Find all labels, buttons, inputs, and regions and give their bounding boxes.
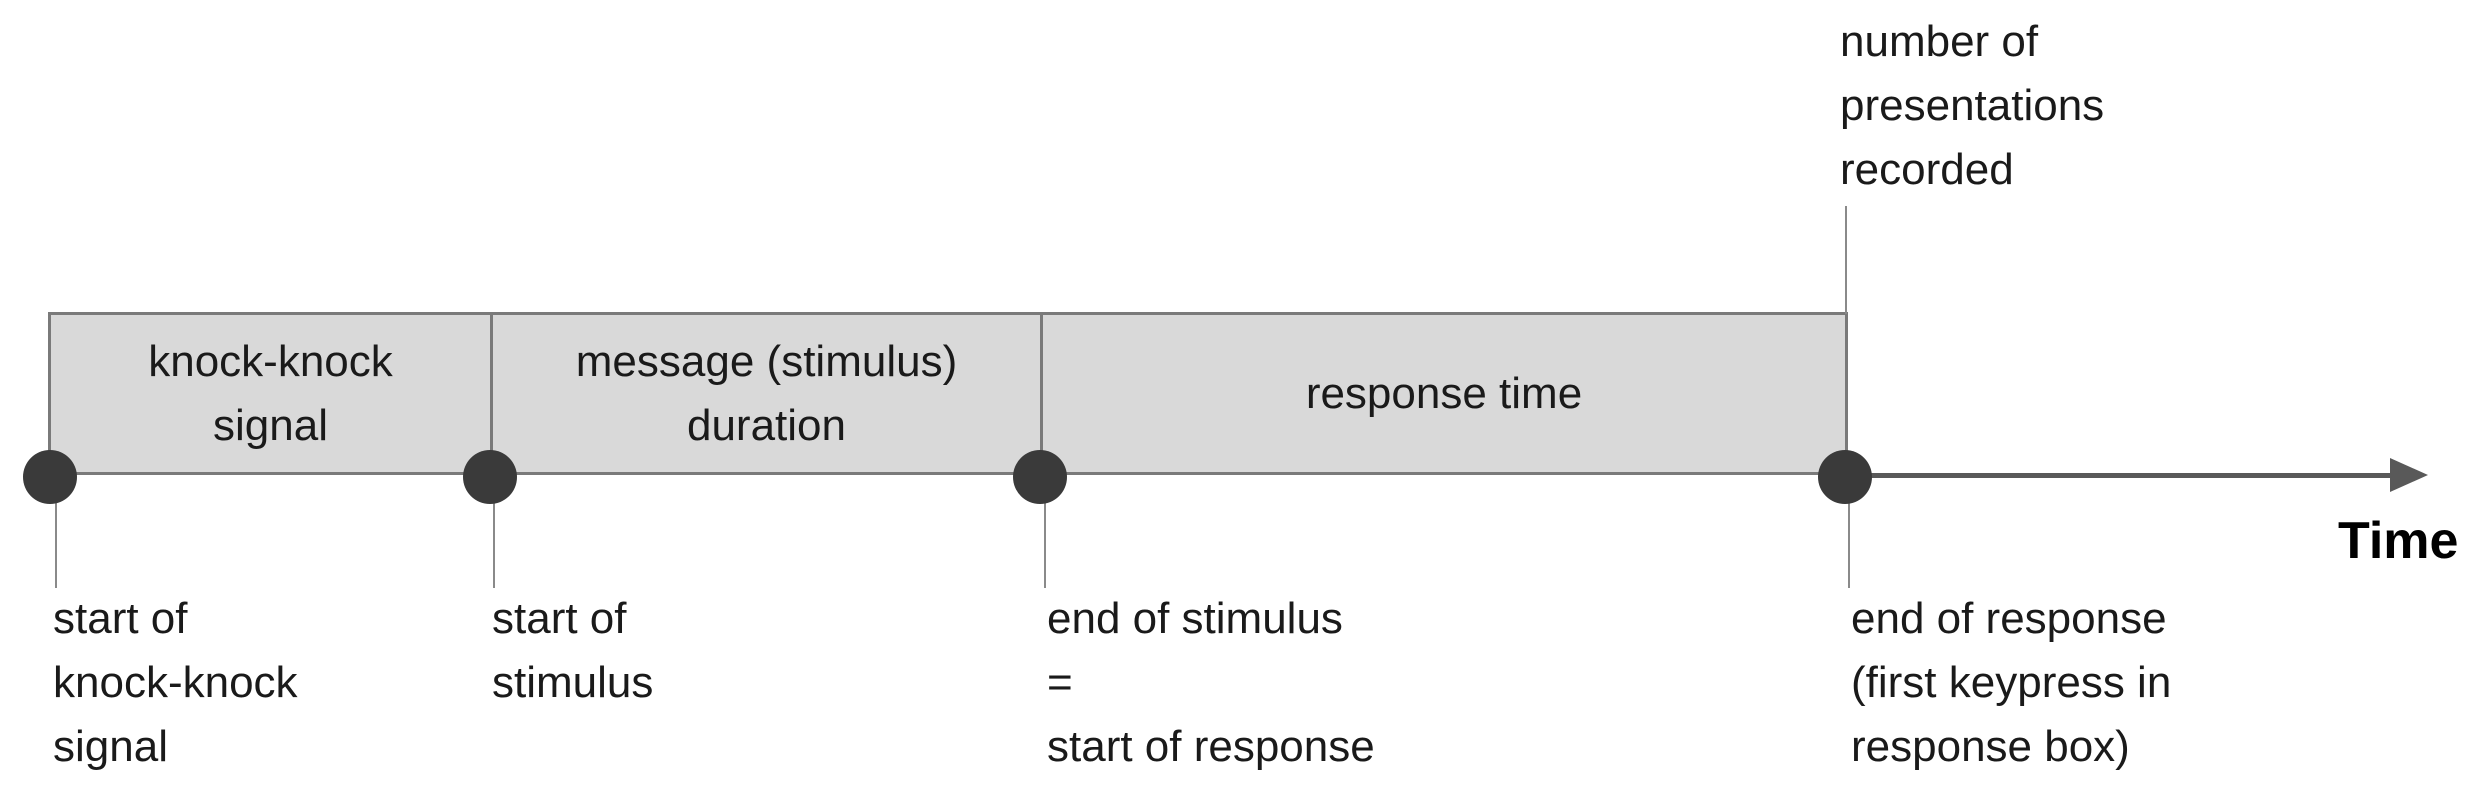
event-dot-start-knock <box>23 450 77 504</box>
segment-message-label: message (stimulus) duration <box>575 336 958 450</box>
label-end-response: end of response (first keypress in respo… <box>1851 594 2172 771</box>
label-start-knock-knock: start of knock-knock signal <box>53 594 298 771</box>
event-dot-end-stimulus <box>1013 450 1067 504</box>
time-axis-arrowhead <box>2390 458 2428 492</box>
tick-line-presentations-recorded <box>1845 206 1847 314</box>
segment-response-label: response time <box>1305 368 1583 418</box>
segment-knock-knock-signal: knock-knock signal <box>48 312 493 475</box>
segment-knock-knock-label: knock-knock signal <box>148 336 393 450</box>
tick-line-end-response <box>1848 475 1850 588</box>
label-end-stimulus: end of stimulus = start of response <box>1047 594 1375 771</box>
time-axis-line <box>1840 473 2400 478</box>
label-presentations-recorded: number of presentations recorded <box>1840 17 2105 194</box>
tick-line-end-stimulus <box>1044 475 1046 588</box>
segment-message-duration: message (stimulus) duration <box>490 312 1043 475</box>
event-dot-end-response <box>1818 450 1872 504</box>
tick-line-start-knock <box>55 475 57 588</box>
tick-line-start-stimulus <box>493 475 495 588</box>
label-start-stimulus: start of stimulus <box>492 594 654 707</box>
segment-response-time: response time <box>1040 312 1848 475</box>
time-axis-label: Time <box>2338 512 2459 570</box>
event-dot-start-stimulus <box>463 450 517 504</box>
